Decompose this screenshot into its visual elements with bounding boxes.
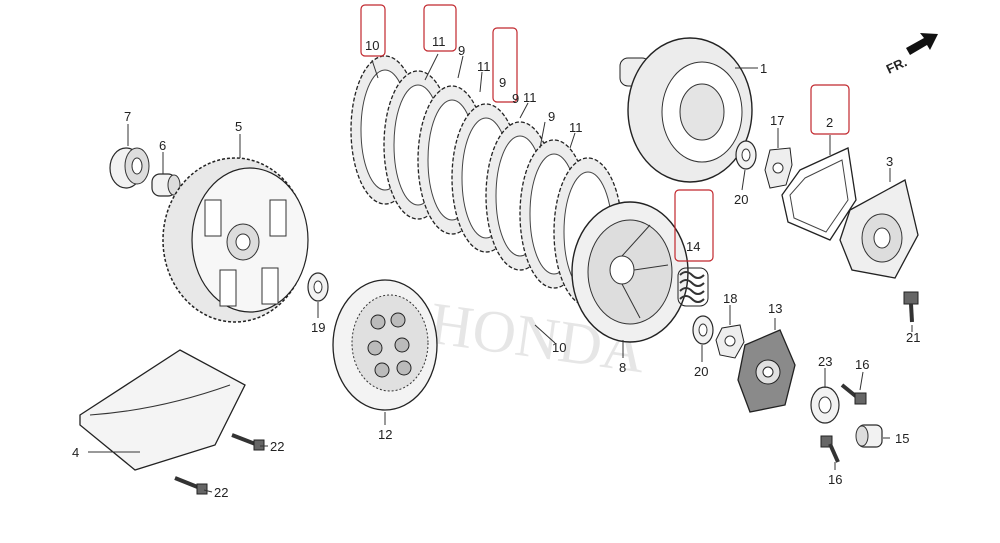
callout-labels: 1 2 3 4 5 6 7 8 9 9 9 9 10 10 11 11 11 1… — [72, 34, 920, 500]
highlight-part-2 — [810, 84, 850, 135]
highlight-part-11 — [423, 4, 457, 52]
part-7-bearing — [109, 147, 150, 189]
callout-3: 3 — [886, 154, 893, 169]
callout-21: 21 — [906, 330, 920, 345]
part-12-clutch-center — [332, 279, 438, 411]
part-16-bolt-lower — [820, 435, 840, 463]
callout-17: 17 — [770, 113, 784, 128]
callout-11-d: 11 — [569, 120, 583, 135]
callout-10-a: 10 — [365, 38, 379, 53]
part-3-cover — [839, 179, 919, 279]
part-1-drum — [619, 37, 753, 183]
callout-10-b: 10 — [552, 340, 566, 355]
part-4-guard-plate — [79, 349, 246, 471]
callout-9-b: 9 — [499, 75, 506, 90]
part-20-washer-lower — [692, 315, 714, 345]
callout-11-a: 11 — [432, 34, 446, 49]
callout-14: 14 — [686, 239, 700, 254]
callout-12: 12 — [378, 427, 392, 442]
callout-13: 13 — [768, 301, 782, 316]
callout-2: 2 — [826, 115, 833, 130]
callout-11-b: 11 — [477, 59, 491, 74]
part-14-spring — [677, 267, 709, 307]
part-6-bushing — [151, 173, 181, 197]
callout-1: 1 — [760, 61, 767, 76]
part-2-gasket — [781, 147, 857, 241]
callout-16-a: 16 — [855, 357, 869, 372]
part-22-bolt-lower — [174, 476, 208, 495]
front-arrow-icon — [906, 33, 938, 55]
part-8-pressure-plate — [571, 201, 689, 343]
part-23-bearing — [810, 386, 840, 424]
callout-23: 23 — [818, 354, 832, 369]
callout-18: 18 — [723, 291, 737, 306]
highlight-part-14 — [674, 189, 714, 262]
callout-22-a: 22 — [270, 439, 284, 454]
part-18-nut — [715, 324, 745, 359]
highlight-part-10 — [360, 4, 386, 57]
highlight-boxes — [360, 4, 850, 262]
leader-lines — [88, 53, 913, 493]
front-direction-label: FR. — [884, 54, 909, 76]
part-20-washer-upper — [735, 140, 757, 170]
callout-4: 4 — [72, 445, 79, 460]
callout-20-b: 20 — [694, 364, 708, 379]
callout-16-b: 16 — [828, 472, 842, 487]
callout-9-a: 9 — [458, 43, 465, 58]
part-22-bolt-upper — [231, 433, 265, 451]
callout-22-b: 22 — [214, 485, 228, 500]
callout-9-d: 9 — [512, 91, 519, 106]
callout-20-a: 20 — [734, 192, 748, 207]
highlight-part-9 — [492, 27, 518, 103]
callout-7: 7 — [124, 109, 131, 124]
front-direction-marker: FR. — [884, 33, 938, 77]
part-13-lifter-cam — [737, 329, 796, 413]
callout-5: 5 — [235, 119, 242, 134]
callout-11-c: 11 — [523, 90, 537, 105]
callout-19: 19 — [311, 320, 325, 335]
part-19-washer — [307, 272, 329, 302]
callout-15: 15 — [895, 431, 909, 446]
part-21-bolt — [903, 291, 919, 323]
callout-9-c: 9 — [548, 109, 555, 124]
part-5-clutch-outer — [162, 157, 309, 323]
part-15-collar — [855, 424, 883, 448]
part-16-bolt-upper — [840, 383, 867, 405]
part-17-lifter-plate — [764, 147, 793, 189]
callout-6: 6 — [159, 138, 166, 153]
callout-8: 8 — [619, 360, 626, 375]
